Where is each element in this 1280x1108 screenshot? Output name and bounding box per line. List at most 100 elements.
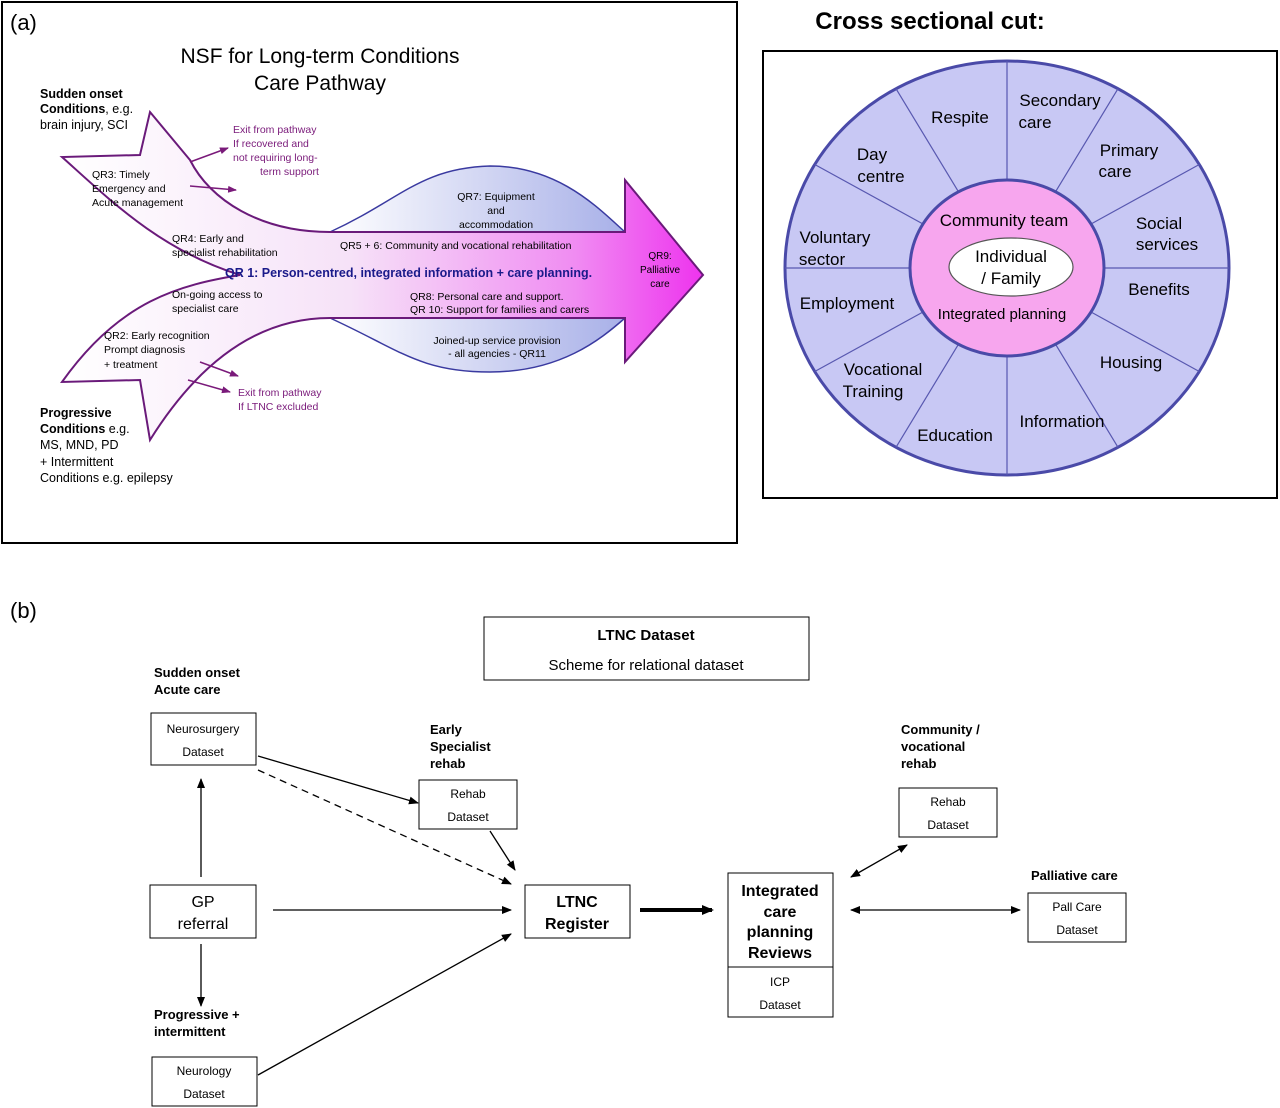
qr2-line1: QR2: Early recognition: [104, 330, 210, 342]
segment-dividers: [785, 61, 1229, 475]
progressive-line3: MS, MND, PD: [40, 438, 118, 452]
sudden-onset-line2: Conditions, e.g.: [40, 102, 133, 116]
arrow-neurology-to-register: [257, 933, 512, 1076]
segment-information: Information: [1019, 412, 1104, 431]
sudden-onset-line1: Sudden onset: [40, 87, 123, 101]
segment-social-line2: services: [1136, 235, 1198, 254]
rehab-dataset-box-1: [418, 779, 518, 830]
progressive-intermittent-line2: intermittent: [154, 1024, 226, 1039]
qr9-line3: care: [650, 279, 670, 290]
progressive-line4: + Intermittent: [40, 455, 114, 469]
individual-label-line1: Individual: [975, 247, 1047, 266]
icp-title-line1: Integrated: [741, 883, 818, 900]
segment-voluntary-line1: Voluntary: [800, 228, 871, 247]
ltnc-dataset-title: LTNC Dataset: [597, 627, 694, 644]
community-vocational-line1: Community /: [901, 722, 980, 737]
arrow-neurosurgery-to-register-dashed: [257, 769, 512, 885]
pall-care-dataset-box: [1027, 892, 1127, 943]
exit-bottom-line1: Exit from pathway: [238, 387, 322, 399]
neurology-line1: Neurology: [177, 1064, 232, 1078]
neurosurgery-dataset-box: [150, 712, 257, 766]
qr2-line3: + treatment: [104, 359, 157, 371]
ltnc-dataset-subtitle: Scheme for relational dataset: [548, 657, 744, 674]
gp-referral-box: [149, 884, 257, 939]
neurology-line2: Dataset: [183, 1087, 225, 1101]
rehab2-line1: Rehab: [930, 795, 966, 809]
qr8-label: QR8: Personal care and support.: [410, 291, 564, 303]
arrow-icp-rehab-bidirectional: [850, 844, 908, 878]
icp-title-line4: Reviews: [748, 945, 812, 962]
icp-dataset-line2: Dataset: [759, 998, 801, 1012]
gp-referral-line2: referral: [178, 916, 229, 933]
icp-title-line2: care: [764, 904, 797, 921]
progressive-line2: Conditions e.g.: [40, 422, 130, 436]
sudden-onset-acute-line1: Sudden onset: [154, 665, 241, 680]
ltnc-register-line2: Register: [545, 916, 609, 933]
early-specialist-line3: rehab: [430, 756, 465, 771]
community-team-label: Community team: [940, 211, 1068, 230]
qr7-lens-shape: [329, 165, 627, 233]
cross-section-title: Cross sectional cut:: [815, 8, 1044, 35]
ongoing-line2: specialist care: [172, 303, 239, 315]
ltnc-register-box: [524, 884, 631, 939]
qr4-line1: QR4: Early and: [172, 233, 244, 245]
neurosurgery-line1: Neurosurgery: [167, 722, 240, 736]
segment-divider: [814, 311, 924, 373]
segment-divider: [895, 343, 960, 448]
joined-up-line1: Joined-up service provision: [433, 335, 560, 347]
progressive-intermittent-line1: Progressive +: [154, 1007, 240, 1022]
gp-referral-line1: GP: [191, 894, 214, 911]
exit-top-arrow-2: [189, 185, 237, 193]
segment-secondary-line2: care: [1018, 113, 1051, 132]
individual-label-line2: / Family: [981, 269, 1041, 288]
rehab2-line2: Dataset: [927, 818, 969, 832]
care-pathway-arrow: [59, 109, 705, 443]
segment-housing: Housing: [1100, 353, 1162, 372]
segment-vocational-line1: Vocational: [844, 360, 922, 379]
pall-care-line2: Dataset: [1056, 923, 1098, 937]
qr3-line3: Acute management: [92, 197, 183, 209]
exit-top-line2: If recovered and: [233, 138, 309, 150]
icp-dataset-line1: ICP: [770, 975, 790, 989]
segment-secondary-line1: Secondary: [1019, 91, 1101, 110]
exit-top-line1: Exit from pathway: [233, 124, 317, 136]
ltnc-dataset-header-box: [483, 616, 810, 681]
rehab-dataset-box-2: [898, 787, 998, 838]
early-specialist-line2: Specialist: [430, 739, 491, 754]
qr7-line3: accommodation: [459, 219, 533, 231]
community-vocational-line3: rehab: [901, 756, 936, 771]
segment-employment: Employment: [800, 294, 895, 313]
segment-divider: [814, 163, 924, 225]
segment-benefits: Benefits: [1128, 280, 1189, 299]
segment-education: Education: [917, 426, 993, 445]
rehab1-line1: Rehab: [450, 787, 486, 801]
arrow-neurosurgery-to-rehab: [257, 755, 419, 805]
integrated-planning-label: Integrated planning: [938, 306, 1066, 323]
segment-divider: [1090, 311, 1200, 373]
qr3-line2: Emergency and: [92, 183, 166, 195]
qr10-label: QR 10: Support for families and carers: [410, 304, 589, 316]
segment-respite: Respite: [931, 108, 989, 127]
neurosurgery-line2: Dataset: [182, 745, 224, 759]
segment-divider: [1054, 343, 1119, 448]
exit-bottom-arrow-1: [199, 361, 239, 377]
exit-top-line4: term support: [260, 166, 319, 178]
neurology-dataset-box: [151, 1056, 258, 1107]
qr9-line2: Palliative: [640, 265, 680, 276]
segment-divider: [1090, 163, 1200, 225]
qr5-6-label: QR5 + 6: Community and vocational rehabi…: [340, 240, 572, 252]
exit-bottom-arrow-2: [187, 379, 231, 394]
qr7-line1: QR7: Equipment: [457, 191, 535, 203]
palliative-care-label: Palliative care: [1031, 868, 1118, 883]
icp-title-line3: planning: [747, 924, 814, 941]
segment-day-line1: Day: [857, 145, 888, 164]
pathway-title-line2: Care Pathway: [254, 72, 386, 95]
segment-divider: [1054, 88, 1119, 193]
exit-bottom-line2: If LTNC excluded: [238, 401, 318, 413]
exit-top-line3: not requiring long-: [233, 152, 318, 164]
individual-family-oval: [948, 237, 1074, 297]
panel-a-label: (a): [10, 10, 37, 35]
early-specialist-line1: Early: [430, 722, 463, 737]
ongoing-line1: On-going access to: [172, 289, 263, 301]
qr3-line1: QR3: Timely: [92, 169, 151, 181]
